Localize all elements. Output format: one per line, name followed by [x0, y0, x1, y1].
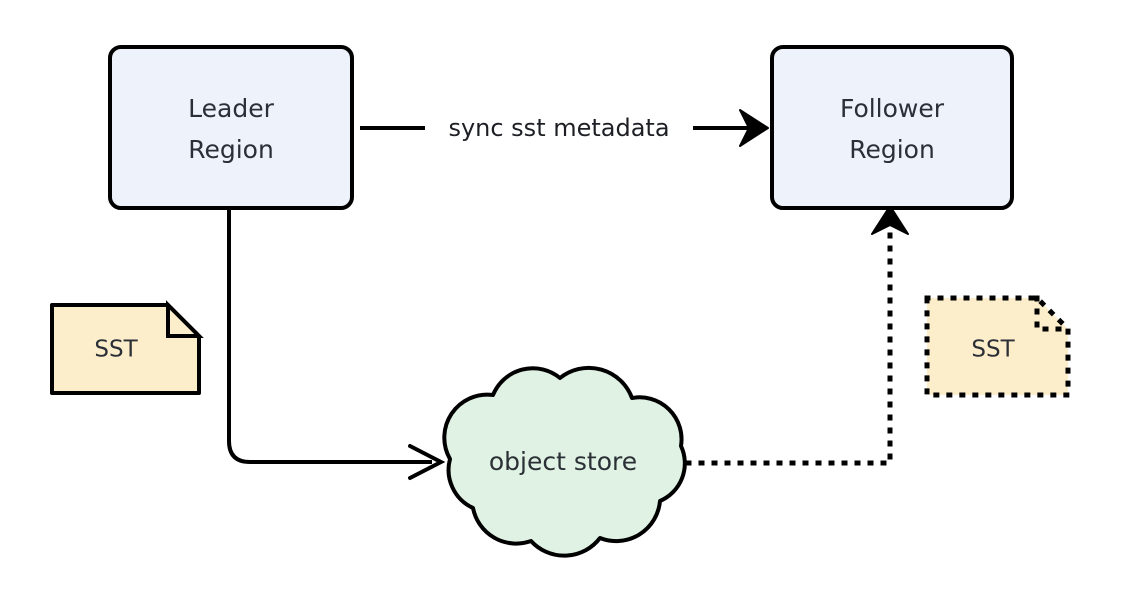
node-follower-region[interactable]: Follower Region	[770, 45, 1014, 210]
sst-leader-fold-corner	[166, 300, 204, 338]
sst-follower-fold-corner	[1034, 295, 1071, 332]
edge-fetch-sst-arrowhead	[871, 205, 909, 235]
object-store-cloud-shape[interactable]	[442, 365, 687, 558]
edge-fetch-sst	[685, 205, 909, 466]
sst-follower-label: SST	[971, 337, 1015, 363]
node-object-store[interactable]: object store	[442, 365, 687, 558]
edge-upload-sst-arrowhead	[408, 444, 446, 480]
edge-sync-metadata-arrowhead	[739, 109, 769, 147]
node-leader-region[interactable]: Leader Region	[108, 45, 354, 210]
leader-region-box[interactable]	[108, 45, 354, 210]
edge-fetch-sst-line	[685, 225, 893, 466]
object-store-label: object store	[489, 447, 637, 476]
follower-region-label-line2: Region	[849, 135, 935, 164]
node-sst-follower[interactable]: SST	[924, 295, 1071, 398]
sst-follower-note-outline	[924, 295, 1071, 398]
node-sst-leader[interactable]: SST	[50, 300, 204, 395]
edge-sync-metadata-label: sync sst metadata	[448, 114, 669, 142]
edge-sync-metadata: sync sst metadata	[360, 109, 769, 147]
sst-leader-label: SST	[94, 337, 138, 363]
follower-region-box[interactable]	[770, 45, 1014, 210]
edge-upload-sst-line	[227, 208, 432, 464]
sst-follower-note-fill[interactable]	[927, 298, 1068, 395]
follower-region-label-line1: Follower	[840, 94, 945, 123]
sst-leader-note-body[interactable]	[50, 303, 201, 395]
edge-upload-sst	[227, 208, 446, 480]
leader-region-label-line2: Region	[188, 135, 274, 164]
leader-region-label-line1: Leader	[188, 94, 274, 123]
